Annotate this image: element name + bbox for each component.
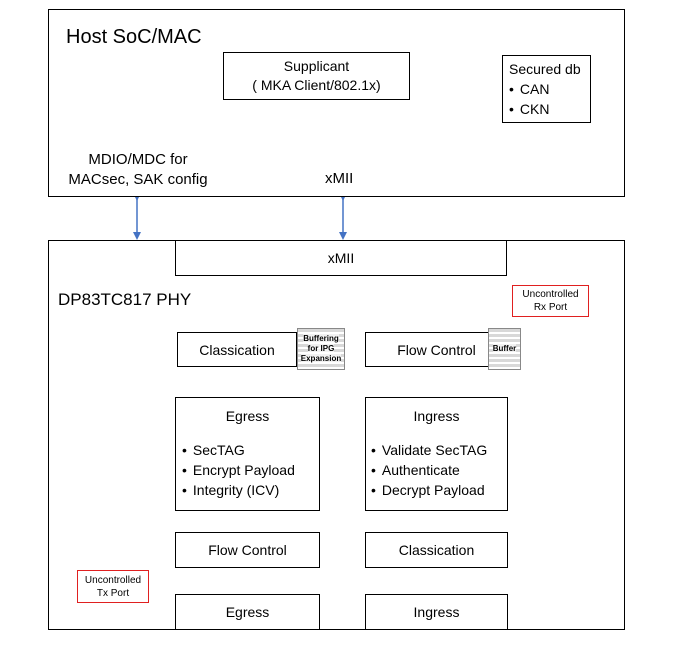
secured-db-title: Secured db [509, 61, 581, 77]
secured-db-item: CAN [509, 79, 590, 99]
buffering-label: Buffering [303, 334, 339, 344]
phy-title: DP83TC817 PHY [58, 290, 192, 309]
mdio-label: MDIO/MDC for MACsec, SAK config [58, 150, 218, 190]
buffering-label: Expansion [300, 354, 342, 364]
rx-classification-label: Classication [398, 542, 475, 558]
egress-title: Egress [225, 408, 270, 424]
ingress-bottom-box: Ingress [365, 594, 508, 630]
phy-xmii-box: xMII [175, 240, 507, 276]
phy-xmii-label: xMII [327, 250, 355, 266]
egress-item: SecTAG [182, 440, 319, 460]
ingress-item: Authenticate [371, 460, 507, 480]
buffer-label: Buffer [492, 344, 517, 354]
supplicant-label: Supplicant [283, 58, 350, 74]
rx-flow-control-label: Flow Control [397, 341, 476, 358]
tx-classification-box: Classication [177, 332, 297, 367]
mdio-label-line: MDIO/MDC for [88, 151, 188, 168]
buffering-ipg-block: Buffering for IPG Expansion [297, 328, 345, 370]
egress-box: Egress SecTAG Encrypt Payload Integrity … [175, 397, 320, 511]
rx-flow-control-box: Flow Control [365, 332, 508, 367]
secured-db-box: Secured db CAN CKN [502, 55, 591, 123]
ingress-box: Ingress Validate SecTAG Authenticate Dec… [365, 397, 508, 511]
supplicant-sublabel: ( MKA Client/802.1x) [252, 77, 381, 93]
host-xmii-label: xMII [325, 170, 354, 187]
mdio-label-line: MACsec, SAK config [68, 171, 208, 188]
ingress-item: Validate SecTAG [371, 440, 507, 460]
supplicant-box: Supplicant ( MKA Client/802.1x) [223, 52, 410, 100]
uncontrolled-tx-port-box: Uncontrolled Tx Port [77, 570, 149, 603]
secured-db-item: CKN [509, 99, 590, 119]
tx-flow-control-box: Flow Control [175, 532, 320, 568]
egress-bottom-box: Egress [175, 594, 320, 630]
buffering-label: for IPG [307, 344, 335, 354]
uncontrolled-tx-label: Uncontrolled [84, 574, 142, 586]
rx-classification-box: Classication [365, 532, 508, 568]
ingress-bottom-label: Ingress [413, 604, 460, 620]
tx-classification-label: Classication [199, 341, 275, 358]
buffer-block: Buffer [488, 328, 521, 370]
egress-bottom-label: Egress [225, 604, 270, 620]
egress-item: Encrypt Payload [182, 460, 319, 480]
uncontrolled-rx-port-box: Uncontrolled Rx Port [512, 285, 589, 317]
host-title: Host SoC/MAC [66, 26, 202, 48]
uncontrolled-rx-label: Rx Port [533, 302, 568, 313]
ingress-title: Ingress [413, 408, 460, 424]
ingress-item: Decrypt Payload [371, 480, 507, 500]
egress-item: Integrity (ICV) [182, 480, 319, 500]
uncontrolled-tx-label: Tx Port [96, 587, 130, 599]
tx-flow-control-label: Flow Control [208, 542, 287, 558]
uncontrolled-rx-label: Uncontrolled [522, 289, 579, 300]
